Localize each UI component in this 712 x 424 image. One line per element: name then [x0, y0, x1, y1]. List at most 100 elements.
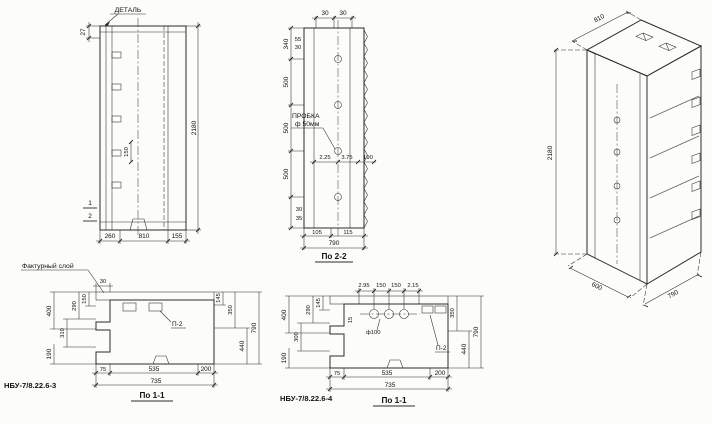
plan4-dim-300: 300 — [294, 332, 300, 342]
plan-view-nbu4: ф100 П-2 2.95 150 150 2.15 15 145 290 40… — [280, 283, 484, 407]
plan3-body — [95, 299, 215, 365]
serrated-edge — [363, 29, 368, 229]
lifting-keys — [111, 51, 122, 189]
elevation-view: ДЕТАЛЬ 27 150 2180 260 810 155 1 2 — [80, 7, 201, 244]
plan4-dim-150b: 150 — [391, 283, 401, 289]
dim-105-label: 105 — [312, 230, 322, 236]
plan3-embed-plate-b — [148, 302, 163, 312]
plug-holes — [334, 55, 342, 201]
plan4-dim-400: 400 — [281, 309, 288, 320]
plan-view-nbu3: Фактурный слой П-2 30 150 290 400 310 19… — [4, 262, 262, 402]
plan4-part-number: НБУ-7/8.22.6-4 — [280, 394, 333, 403]
plan3-dim-290: 290 — [72, 301, 78, 311]
plan4-body — [329, 303, 449, 369]
plan3-facing-band — [95, 291, 215, 301]
dim-155-label: 155 — [172, 233, 183, 240]
plan3-dim-145: 145 — [216, 293, 222, 303]
dim-500a-label: 500 — [283, 76, 290, 87]
plan3-part-number: НБУ-7/8.22.6-3 — [4, 381, 56, 390]
plan4-dim-735: 735 — [385, 382, 396, 389]
plan4-dim-200: 200 — [435, 370, 446, 377]
plan3-p2-label: П-2 — [172, 321, 183, 328]
dim-375-label: 3.75 — [341, 155, 352, 161]
plug-note-line2: ф 50мм — [295, 121, 320, 128]
dim-35-label: 35 — [296, 216, 302, 222]
dim-260-label: 260 — [105, 233, 116, 240]
iso-shear-keys — [691, 68, 701, 220]
plan4-dim-15: 15 — [348, 317, 354, 323]
iso-top-face — [585, 19, 703, 77]
plan3-dim-75: 75 — [100, 367, 106, 373]
dim-30c-label: 30 — [295, 45, 301, 51]
plan4-title: По 1-1 — [382, 396, 407, 405]
plan4-dim-290: 290 — [306, 305, 312, 315]
plan4-dim-535: 535 — [382, 370, 393, 377]
dim-150-label: 150 — [124, 147, 130, 157]
plan3-title: По 1-1 — [140, 391, 165, 400]
plan4-dim-440: 440 — [461, 343, 468, 354]
plan4-dim-295: 2.95 — [358, 283, 369, 289]
iso-dim-810-label: 810 — [593, 13, 606, 24]
plan4-embed-plate-b — [434, 305, 447, 314]
plan4-hole-label: ф100 — [366, 330, 380, 336]
dim-500b-label: 500 — [283, 122, 290, 133]
dim-55-label: 55 — [295, 37, 301, 43]
section-mark-2: 2 — [88, 213, 92, 220]
plan3-dim-440: 440 — [239, 340, 246, 351]
plan3-dim-400: 400 — [46, 305, 53, 316]
section-mark-1: 1 — [88, 200, 92, 207]
dim-30b-label: 30 — [339, 10, 347, 17]
dim-225-label: 2.25 — [319, 155, 330, 161]
plan4-dim-190: 190 — [281, 352, 288, 363]
section-2-2-title: По 2-2 — [322, 252, 347, 261]
dim-115-label: 115 — [343, 230, 352, 236]
detail-label: ДЕТАЛЬ — [115, 7, 142, 14]
plan4-dim-150a: 150 — [376, 283, 386, 289]
dim-30d-label: 30 — [296, 207, 302, 213]
iso-dim-790-label: 790 — [667, 289, 680, 301]
plan4-p2-label: П-2 — [436, 345, 447, 352]
plan4-keyway — [386, 359, 404, 369]
dim-340-label: 340 — [283, 38, 290, 49]
dim-810-label: 810 — [139, 233, 150, 240]
plan4-holes — [369, 309, 409, 319]
facing-layer-note: Фактурный слой — [22, 262, 74, 270]
plan3-dim-30: 30 — [100, 279, 106, 285]
facing-layer-hatch — [167, 25, 187, 231]
plan4-dim-790: 790 — [473, 326, 480, 337]
detail-arrow — [105, 21, 110, 27]
plan3-embed-plate-a — [122, 302, 137, 312]
plan4-embed-plate-a — [421, 305, 434, 314]
dim-2180-label: 2180 — [191, 120, 198, 135]
plan3-dim-790: 790 — [251, 322, 258, 333]
plan4-dim-75: 75 — [334, 371, 340, 377]
plan4-dim-350: 350 — [450, 308, 456, 318]
plan4-dim-215: 2.15 — [407, 283, 418, 289]
dim-790-label: 790 — [329, 240, 340, 247]
plan3-dim-190: 190 — [46, 348, 53, 359]
dim-190-label: 190 — [363, 155, 373, 161]
iso-facing-strip — [586, 49, 596, 259]
dim-30a-label: 30 — [321, 10, 329, 17]
iso-dim-600-label: 600 — [590, 281, 603, 292]
plan4-dim-145: 145 — [316, 298, 322, 308]
plan3-dim-535: 535 — [149, 366, 160, 373]
plan3-dim-735: 735 — [151, 378, 162, 385]
section-2-2-view: 30 30 55 30 340 500 500 500 ПРОБКА ф 50м… — [283, 10, 377, 263]
dim-500c-label: 500 — [283, 168, 290, 179]
plan3-dim-150: 150 — [82, 294, 88, 304]
iso-plug-holes — [613, 116, 621, 224]
isometric-view: 810 2180 600 790 — [547, 10, 703, 308]
iso-side-face-shaded — [646, 45, 702, 285]
plug-note-line1: ПРОБКА — [292, 113, 320, 120]
iso-dim-2180-label: 2180 — [547, 145, 554, 160]
bottom-keyway — [129, 218, 148, 231]
plan3-dim-200: 200 — [201, 366, 212, 373]
elevation-outline — [99, 25, 187, 231]
plan3-keyway — [152, 355, 170, 365]
plan3-dim-350: 350 — [228, 305, 234, 315]
dim-27-label: 27 — [80, 28, 87, 36]
plan3-dim-310: 310 — [60, 328, 66, 338]
